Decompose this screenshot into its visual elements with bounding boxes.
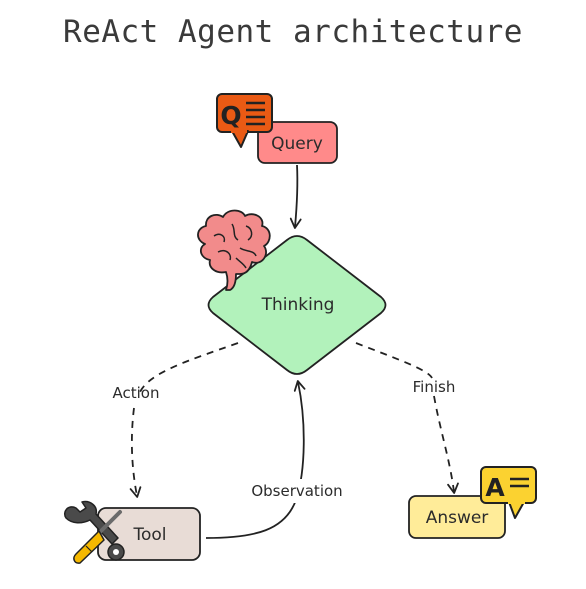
- brain-icon: [197, 209, 271, 291]
- thinking-label: Thinking: [261, 295, 335, 315]
- answer-icon: A: [480, 466, 537, 519]
- observation-label: Observation: [251, 482, 342, 500]
- answer-label: Answer: [426, 508, 489, 528]
- answer-icon-glyph: A: [485, 473, 505, 502]
- thinking-diamond: [207, 235, 387, 375]
- finish-arrow: [355, 342, 454, 492]
- query-box: [257, 121, 338, 164]
- tool-label: Tool: [132, 525, 166, 545]
- diagram-title: ReAct Agent architecture: [63, 14, 523, 50]
- action-label: Action: [113, 384, 160, 402]
- action-arrow: [132, 342, 239, 496]
- answer-node[interactable]: Answer: [408, 495, 506, 539]
- query-label: Query: [271, 134, 323, 154]
- thinking-node[interactable]: Thinking: [207, 235, 387, 375]
- query-icon: Q: [216, 93, 273, 148]
- answer-box: [408, 495, 506, 539]
- query-node[interactable]: Query: [257, 121, 338, 164]
- query-to-thinking-arrow: [289, 164, 302, 229]
- finish-label: Finish: [413, 378, 456, 396]
- tool-node[interactable]: Tool: [97, 507, 201, 561]
- observation-arrow: [205, 380, 306, 539]
- observation-label-bg: [236, 479, 358, 503]
- wrench-screwdriver-icon: [64, 500, 125, 564]
- query-icon-glyph: Q: [220, 101, 241, 130]
